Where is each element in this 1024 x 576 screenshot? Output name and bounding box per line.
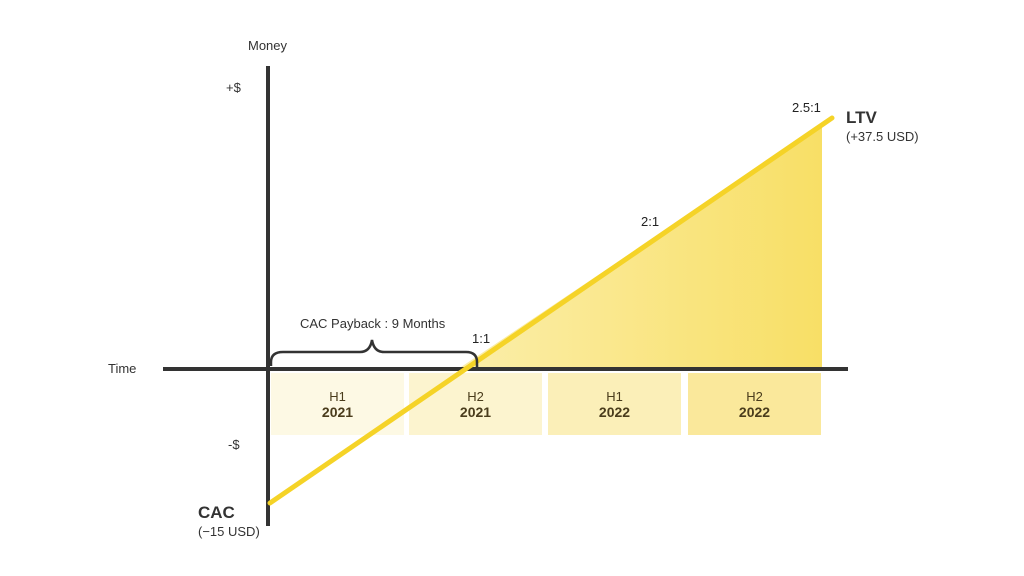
period-box	[548, 373, 681, 435]
ratio-label: 1:1	[472, 331, 491, 346]
ratio-label: 2:1	[641, 214, 660, 229]
period-half: H1	[606, 389, 623, 404]
y-tick-positive: +$	[226, 80, 241, 95]
period-box	[409, 373, 542, 435]
ltv-label: LTV	[846, 108, 877, 127]
period-year: 2022	[738, 404, 771, 420]
cac-label: CAC	[198, 503, 235, 522]
cac-value: (−15 USD)	[198, 524, 260, 539]
y-tick-negative: -$	[228, 437, 240, 452]
period-year: 2021	[321, 404, 354, 420]
x-axis-label: Time	[108, 361, 137, 376]
ratio-label: 2.5:1	[792, 100, 821, 115]
value-line	[267, 115, 835, 506]
payback-label: CAC Payback : 9 Months	[300, 316, 446, 331]
period-half: H2	[746, 389, 763, 404]
period-half: H1	[329, 389, 346, 404]
period-year: 2022	[598, 404, 631, 420]
period-half: H2	[467, 389, 484, 404]
ltv-value: (+37.5 USD)	[846, 129, 919, 144]
period-box	[688, 373, 821, 435]
period-year: 2021	[459, 404, 492, 420]
payback-brace	[269, 339, 479, 368]
y-axis-label: Money	[248, 38, 288, 53]
